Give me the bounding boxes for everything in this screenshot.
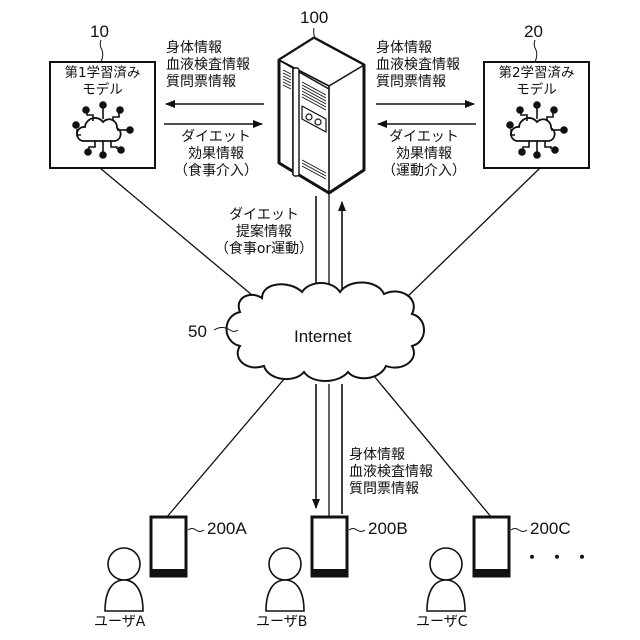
device-c-ref: 200C [530, 519, 571, 539]
second-trained-model [484, 40, 589, 168]
label-line: （運動介入） [374, 163, 474, 180]
user-a-icon [105, 548, 143, 611]
to-model1-label: 身体情報 血液検査情報 質問票情報 [166, 40, 250, 91]
label-line: 身体情報 [376, 40, 460, 57]
to-model2-label: 身体情報 血液検査情報 質問票情報 [376, 40, 460, 91]
label-line: 血液検査情報 [376, 57, 460, 74]
model2-title: 第2学習済み モデル [484, 65, 589, 99]
from-model1-label: ダイエット 効果情報 （食事介入） [166, 129, 266, 180]
device-a-ref: 200A [207, 519, 247, 539]
label-line: 効果情報 [374, 146, 474, 163]
label-line: ダイエット [374, 129, 474, 146]
server-icon [279, 38, 364, 193]
device-c [474, 517, 527, 576]
user-b-label: ユーザB [256, 614, 307, 631]
user-a-label: ユーザA [94, 614, 145, 631]
first-trained-model [50, 40, 155, 168]
user-c-icon [427, 548, 465, 611]
internet-label: Internet [294, 327, 352, 347]
model1-title-line1: 第1学習済み [50, 65, 155, 82]
label-line: （食事or運動） [214, 241, 314, 258]
from-model2-label: ダイエット 効果情報 （運動介入） [374, 129, 474, 180]
label-line: 血液検査情報 [166, 57, 250, 74]
server-ref: 100 [300, 8, 328, 28]
label-line: ダイエット [214, 207, 314, 224]
more-devices-ellipsis: ・・・ [524, 544, 599, 568]
device-b [312, 517, 365, 576]
device-b-ref: 200B [368, 519, 408, 539]
network-ref: 50 [188, 322, 207, 342]
model1-title: 第1学習済み モデル [50, 65, 155, 99]
label-line: 質問票情報 [166, 74, 250, 91]
model1-ref: 10 [90, 22, 109, 42]
model2-ref: 20 [524, 22, 543, 42]
label-line: 提案情報 [214, 224, 314, 241]
label-line: 身体情報 [166, 40, 250, 57]
model1-title-line2: モデル [50, 82, 155, 99]
label-line: （食事介入） [166, 163, 266, 180]
network-device-a-link [166, 378, 285, 518]
model2-network-link [404, 168, 540, 300]
label-line: 血液検査情報 [349, 464, 433, 481]
label-line: 質問票情報 [376, 74, 460, 91]
label-line: 効果情報 [166, 146, 266, 163]
user-b-icon [266, 548, 304, 611]
server-to-network-label: ダイエット 提案情報 （食事or運動） [214, 207, 314, 258]
user-to-network-label: 身体情報 血液検査情報 質問票情報 [349, 447, 433, 498]
device-a [151, 517, 204, 576]
label-line: 質問票情報 [349, 481, 433, 498]
label-line: ダイエット [166, 129, 266, 146]
user-c-label: ユーザC [416, 614, 468, 631]
model2-title-line1: 第2学習済み [484, 65, 589, 82]
model2-title-line2: モデル [484, 82, 589, 99]
label-line: 身体情報 [349, 447, 433, 464]
